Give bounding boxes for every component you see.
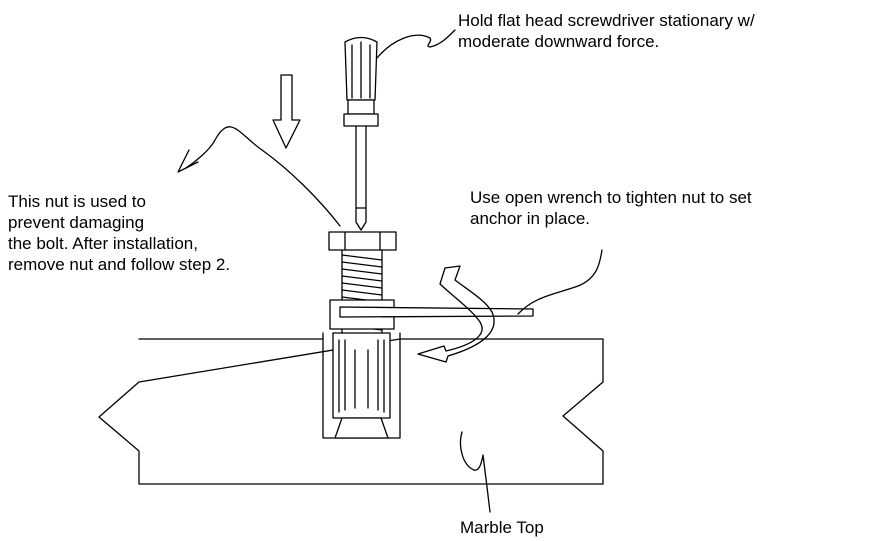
screwdriver <box>343 36 379 231</box>
marble-leader <box>459 431 491 513</box>
nut-note-line-3: the bolt. After installation, <box>8 234 198 253</box>
rotation-arrow <box>417 265 495 363</box>
screwdriver-leader <box>376 29 456 59</box>
nut-note: This nut is used to prevent damaging the… <box>8 191 230 275</box>
anchor-sleeve <box>332 332 391 419</box>
wrench-instruction-line-1: Use open wrench to tighten nut to set <box>470 188 752 207</box>
screwdriver-instruction-line-2: moderate downward force. <box>458 32 660 51</box>
nut-note-line-2: prevent damaging <box>8 213 145 232</box>
wrench-instruction-line-2: anchor in place. <box>470 209 591 228</box>
marble-top-label: Marble Top <box>460 518 544 537</box>
marble-top-slab <box>98 338 604 485</box>
protective-nut <box>328 231 397 251</box>
anchor-cone <box>334 417 389 439</box>
screwdriver-instruction: Hold flat head screwdriver stationary w/… <box>458 10 755 52</box>
open-wrench <box>339 306 534 318</box>
wrench-instruction: Use open wrench to tighten nut to set an… <box>470 187 752 229</box>
nut-note-line-1: This nut is used to <box>8 192 146 211</box>
downward-force-arrow <box>272 74 301 149</box>
nut-note-line-4: remove nut and follow step 2. <box>8 255 231 274</box>
nut-leader-arrow <box>185 126 341 227</box>
nut-leader-arrowhead <box>177 149 199 173</box>
wrench-leader <box>517 249 603 315</box>
screwdriver-instruction-line-1: Hold flat head screwdriver stationary w/ <box>458 11 755 30</box>
